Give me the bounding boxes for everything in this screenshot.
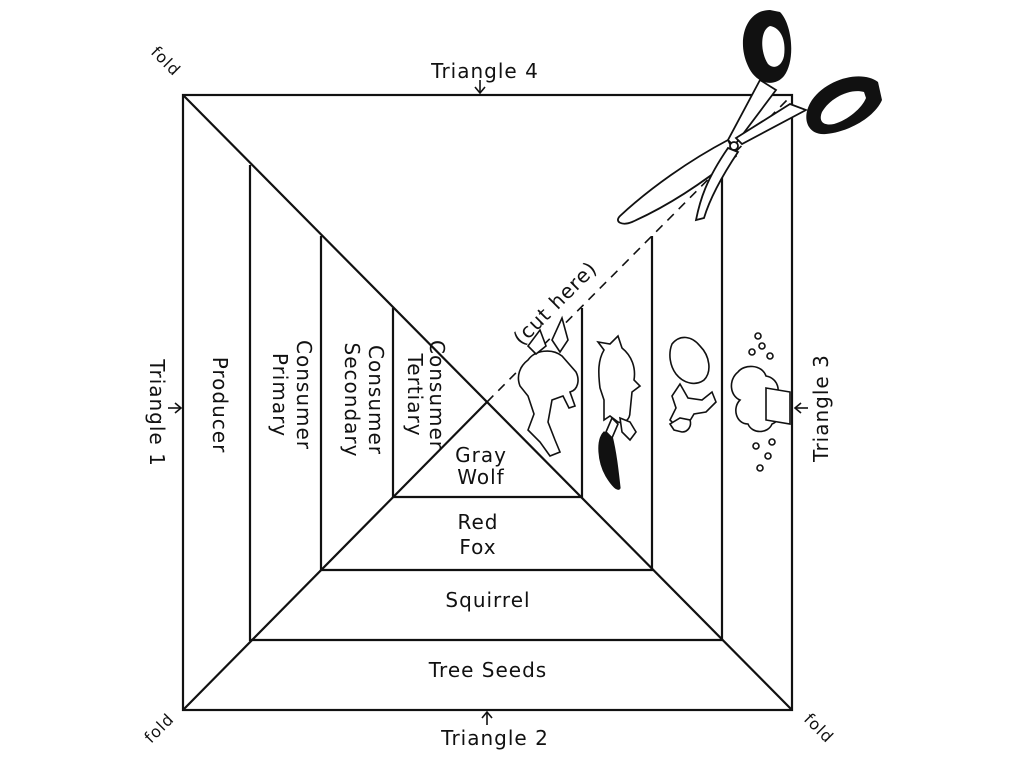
triangle-1-label: Triangle 1 xyxy=(145,358,169,467)
outer-square xyxy=(181,93,794,712)
red-fox-line-1: Red xyxy=(458,510,499,534)
tertiary-consumer-line-2: Consumer xyxy=(425,340,449,450)
scissors-icon xyxy=(617,10,882,225)
fold-label-bottom-left: fold xyxy=(140,709,177,746)
tree-seeds-label: Tree Seeds xyxy=(428,658,547,682)
level-2-border xyxy=(319,236,654,572)
producer-label: Producer xyxy=(208,357,232,454)
gray-wolf-line-1: Gray xyxy=(455,443,507,467)
squirrel-label: Squirrel xyxy=(445,588,530,612)
tertiary-consumer-line-1: Tertiary xyxy=(403,352,427,436)
wolf-icon xyxy=(517,315,579,457)
level-1-border xyxy=(248,165,724,642)
squirrel-icon xyxy=(668,336,717,433)
gray-wolf-label: Gray Wolf xyxy=(455,443,507,489)
secondary-consumer-line-1: Secondary xyxy=(340,343,364,458)
gray-wolf-line-2: Wolf xyxy=(457,465,504,489)
arrow-triangle-3 xyxy=(793,402,808,414)
triangle-2-label: Triangle 2 xyxy=(440,726,549,750)
fold-label-bottom-right: fold xyxy=(800,709,837,746)
tree-seeds-icon xyxy=(730,332,791,472)
fold-label-top-left: fold xyxy=(147,42,184,79)
triangle-3-label: Triangle 3 xyxy=(809,354,833,463)
red-fox-label: Red Fox xyxy=(458,510,499,559)
tertiary-consumer-label: Tertiary Consumer xyxy=(403,340,449,450)
arrow-triangle-4 xyxy=(474,80,486,95)
primary-consumer-label: Primary Consumer xyxy=(268,340,316,450)
secondary-consumer-line-2: Consumer xyxy=(364,345,388,455)
arrow-triangle-2 xyxy=(481,710,493,725)
primary-consumer-line-1: Primary xyxy=(268,353,292,437)
triangle-4-label: Triangle 4 xyxy=(430,59,539,83)
diagonal-bl-center xyxy=(182,401,488,711)
arrow-triangle-1 xyxy=(168,402,183,414)
red-fox-line-2: Fox xyxy=(459,535,496,559)
secondary-consumer-label: Secondary Consumer xyxy=(340,343,388,458)
primary-consumer-line-2: Consumer xyxy=(292,340,316,450)
fox-icon xyxy=(596,334,642,490)
level-3-border xyxy=(391,308,584,499)
